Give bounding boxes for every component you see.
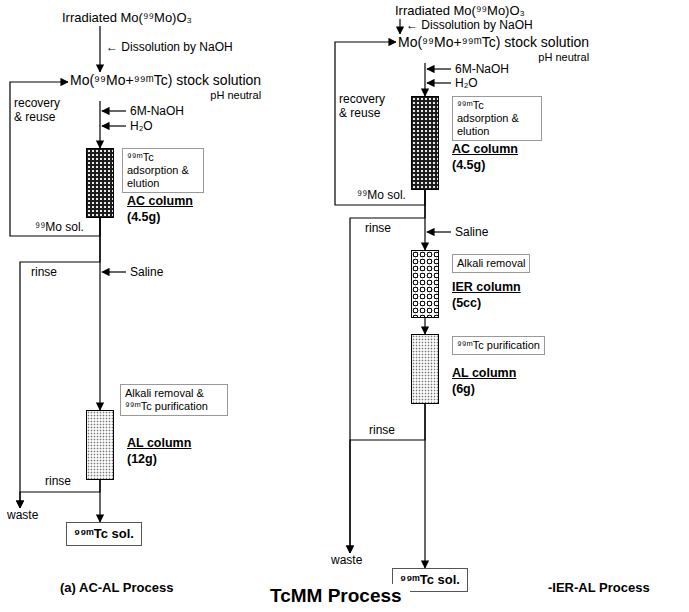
line-label: ⁹⁹Mo sol. xyxy=(356,188,407,202)
column-label: AL column(6g) xyxy=(452,365,516,397)
node-text: Mo(⁹⁹Mo+⁹⁹ᵐTc) stock solution xyxy=(398,34,589,51)
node-text: waste xyxy=(331,553,362,567)
flow-line xyxy=(99,26,100,72)
column: AC column(4.5g) xyxy=(86,148,114,218)
node-text: ⁹⁹ᵐTc purification xyxy=(457,339,540,352)
source-text: Irradiated Mo(⁹⁹Mo)O₃ xyxy=(60,10,194,26)
column-label: AC column(4.5g) xyxy=(127,193,193,225)
feed-arrow xyxy=(102,125,126,126)
node-text: Irradiated Mo(⁹⁹Mo)O₃ xyxy=(62,10,192,26)
step-note: Alkali removal xyxy=(452,254,530,273)
step-note: ⁹⁹ᵐTc purification xyxy=(452,336,545,355)
column-mass: (6g) xyxy=(452,381,516,397)
node-text: pH neutral xyxy=(70,89,261,101)
feed-arrow xyxy=(102,110,126,111)
column-name: AL column xyxy=(127,435,191,451)
product-box: ⁹⁹ᵐTc sol. xyxy=(66,522,142,546)
column-mass: (4.5g) xyxy=(127,209,193,225)
node-text: pH neutral xyxy=(398,51,589,63)
flow-line xyxy=(350,404,425,553)
line-label: ⁹⁹Mo sol. xyxy=(34,220,85,234)
line-label: rinse xyxy=(364,221,392,235)
node-text: ⁹⁹ᵐTc adsorption & elution xyxy=(127,151,199,190)
note-label: ← Dissolution by NaOH xyxy=(406,18,533,32)
note-label: H₂O xyxy=(455,76,478,90)
source-text: Irradiated Mo(⁹⁹Mo)O₃ xyxy=(393,3,527,19)
column: IER column(5cc) xyxy=(411,250,439,318)
feed-arrow xyxy=(427,231,451,232)
flow-line xyxy=(99,101,100,148)
step-note: ⁹⁹ᵐTc adsorption & elution xyxy=(452,96,542,141)
note-label: recovery & reuse xyxy=(339,92,395,120)
node-text: Mo(⁹⁹Mo+⁹⁹ᵐTc) stock solution xyxy=(70,72,261,89)
flow-line xyxy=(424,63,425,96)
column-mass: (12g) xyxy=(127,451,191,467)
flow-line xyxy=(424,318,425,334)
column-name: AC column xyxy=(452,141,518,157)
node-text: ⁹⁹ᵐTc sol. xyxy=(74,526,134,542)
note-label: H₂O xyxy=(130,119,153,133)
note-label: ← Dissolution by NaOH xyxy=(106,40,233,54)
caption-label: -IER-AL Process xyxy=(548,580,650,596)
node-text: ⁹⁹ᵐTc adsorption & elution xyxy=(457,99,537,138)
column-name: IER column xyxy=(452,279,521,295)
column-name: AL column xyxy=(452,365,516,381)
stock-solution: Mo(⁹⁹Mo+⁹⁹ᵐTc) stock solutionpH neutral xyxy=(396,34,591,63)
node-text: Irradiated Mo(⁹⁹Mo)O₃ xyxy=(395,3,525,19)
waste-outlet: waste xyxy=(330,553,363,567)
feed-arrow xyxy=(427,68,451,69)
title-label: TcMM Process xyxy=(262,584,410,608)
column-label: AC column(4.5g) xyxy=(452,141,518,173)
note-label: recovery & reuse xyxy=(14,96,70,124)
column: AL column(12g) xyxy=(86,410,114,480)
column-name: AC column xyxy=(127,193,193,209)
flow-line xyxy=(99,480,100,522)
column: AL column(6g) xyxy=(411,334,439,404)
step-note: ⁹⁹ᵐTc adsorption & elution xyxy=(122,148,204,193)
feed-arrow xyxy=(427,82,451,83)
line-label: rinse xyxy=(30,265,58,279)
feed-arrow xyxy=(102,271,126,272)
note-label: Saline xyxy=(130,265,163,279)
node-text: Alkali removal xyxy=(457,257,525,270)
flow-line xyxy=(399,19,400,34)
column-mass: (5cc) xyxy=(452,295,521,311)
column: AC column(4.5g) xyxy=(411,96,439,190)
column-label: AL column(12g) xyxy=(127,435,191,467)
note-label: Saline xyxy=(455,225,488,239)
node-text: waste xyxy=(7,508,38,522)
note-label: 6M-NaOH xyxy=(455,62,509,76)
step-note: Alkali removal & ⁹⁹ᵐTc purification xyxy=(120,384,228,416)
stock-solution: Mo(⁹⁹Mo+⁹⁹ᵐTc) stock solutionpH neutral xyxy=(68,72,263,101)
waste-outlet: waste xyxy=(6,508,39,522)
line-label: rinse xyxy=(368,423,396,437)
line-label: rinse xyxy=(44,474,72,488)
column-mass: (4.5g) xyxy=(452,157,518,173)
caption-label: (a) AC-AL Process xyxy=(60,580,173,596)
node-text: Alkali removal & ⁹⁹ᵐTc purification xyxy=(125,387,223,413)
column-label: IER column(5cc) xyxy=(452,279,521,311)
note-label: 6M-NaOH xyxy=(130,104,184,118)
